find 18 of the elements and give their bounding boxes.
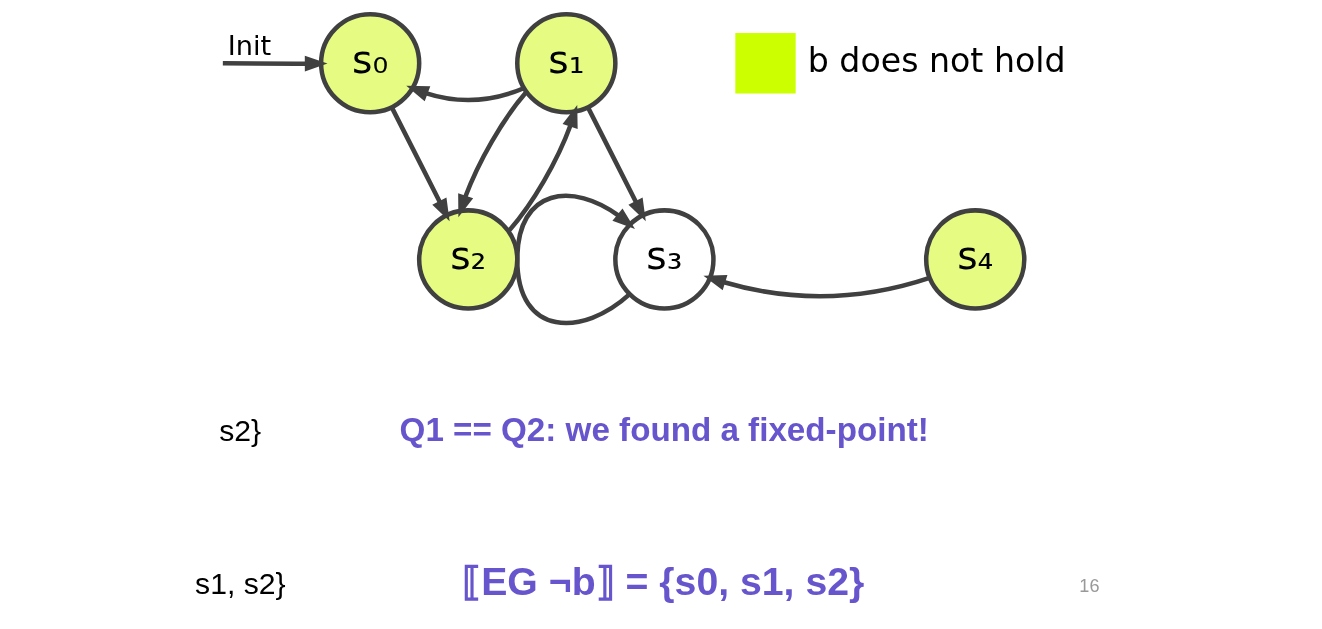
arrow (703, 275, 931, 299)
label: 16 (1079, 575, 1100, 596)
arrow (506, 105, 578, 233)
node-circle: s₄ (923, 208, 1027, 311)
arrow (458, 90, 529, 218)
arrow (406, 85, 525, 103)
arrow (389, 106, 450, 222)
label: s1, s2} (195, 567, 286, 601)
arrow (222, 55, 328, 72)
arrow (586, 106, 646, 222)
label: ⟦EG ¬b⟧ = {s0, s1, s2} (462, 558, 865, 603)
edge-label: Init (227, 30, 272, 62)
legend-label: b does not hold (807, 40, 1066, 80)
node-circle: s₀ (318, 11, 422, 115)
node-circle: s₁ (515, 11, 618, 115)
label: s2} (219, 414, 262, 448)
label: Q1 == Q2: we found a fixed-point! (399, 410, 929, 448)
arrow (515, 193, 635, 326)
